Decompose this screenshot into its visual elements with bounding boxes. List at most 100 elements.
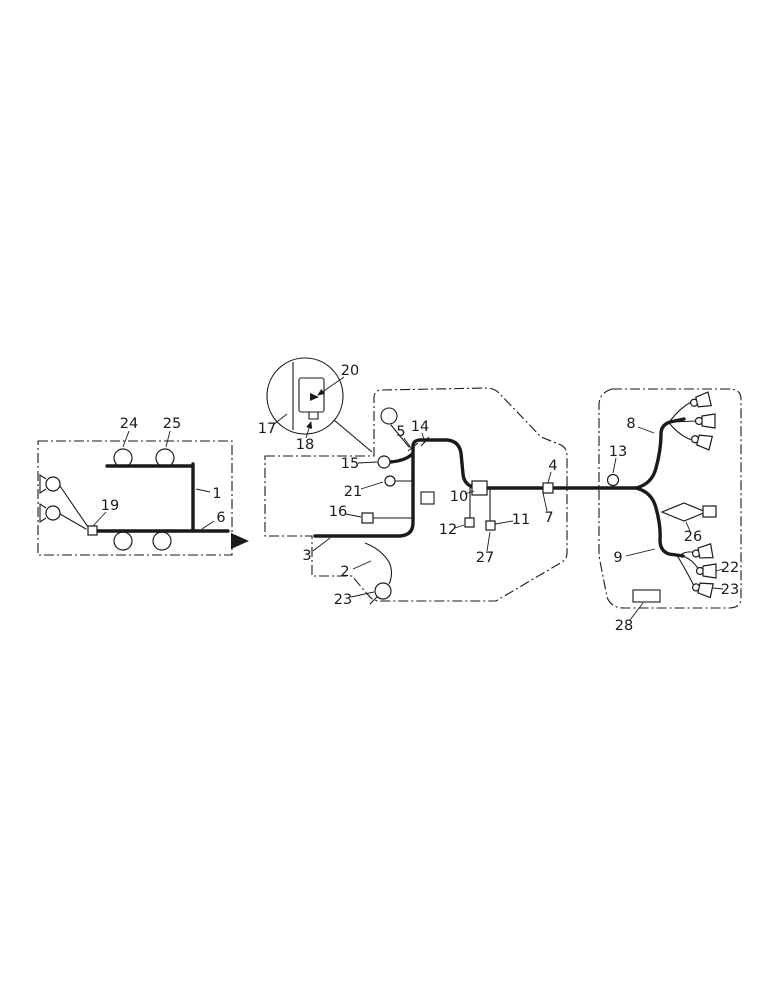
plug-boot	[697, 543, 714, 559]
connector-block	[361, 512, 374, 524]
bracket	[364, 542, 393, 585]
plug-connector-icon	[694, 413, 716, 429]
callout-label-21: 21	[344, 484, 362, 500]
callout-leader-17	[272, 413, 288, 426]
connector-block	[485, 520, 496, 531]
callout-label-24: 24	[120, 416, 138, 432]
decal-flag	[660, 502, 708, 522]
callout-label-26: 26	[684, 529, 702, 545]
callout-leader-1	[195, 488, 211, 493]
callout-label-27: 27	[476, 550, 494, 566]
plug-connector-icon	[690, 434, 714, 451]
headlamp-icon	[39, 473, 61, 495]
callout-leader-26	[685, 521, 691, 532]
upper-fanout-wires	[669, 401, 697, 441]
fuse-block	[471, 480, 488, 496]
headlamp-flange	[39, 473, 47, 495]
callout-leader-3	[312, 537, 331, 552]
callout-leader-16	[345, 513, 362, 518]
ring-terminal	[377, 455, 391, 469]
callout-leader-4	[547, 471, 552, 484]
connector-block	[87, 525, 98, 536]
callout-label-3: 3	[302, 548, 311, 564]
detail-circle	[266, 357, 344, 435]
front-frame-section	[37, 440, 249, 556]
main-harness	[313, 438, 640, 538]
callout-label-18: 18	[296, 437, 314, 453]
callout-label-23: 23	[721, 582, 739, 598]
callout-label-19: 19	[101, 498, 119, 514]
callout-leader-2	[352, 560, 372, 570]
callout-leader-9	[625, 548, 656, 557]
plug-connector-icon	[689, 391, 713, 408]
callout-label-1: 1	[212, 486, 221, 502]
headlamp-icon	[39, 502, 61, 524]
bracket-connector	[308, 412, 319, 420]
round-connector	[606, 473, 620, 487]
harness-direction-arrow-icon	[231, 533, 249, 549]
callout-leader-8	[637, 426, 655, 434]
plug-boot	[696, 434, 714, 451]
callout-leader-25	[165, 430, 171, 448]
callout-label-10: 10	[450, 489, 468, 505]
plug-boot	[701, 413, 716, 429]
callout-leader-18	[305, 421, 313, 439]
callout-leader-12	[454, 524, 465, 529]
callout-leader-20	[317, 376, 345, 396]
callout-label-16: 16	[329, 504, 347, 520]
plug-connector-icon	[691, 543, 714, 559]
cab-section	[264, 387, 640, 605]
callout-label-9: 9	[613, 550, 622, 566]
decal-tab	[702, 505, 717, 518]
plug-connector-icon	[695, 563, 717, 579]
clip-detail-icon	[310, 393, 319, 401]
callout-leader-22	[715, 568, 724, 572]
callout-leader-21	[360, 481, 384, 490]
callout-label-7: 7	[544, 510, 553, 526]
ring-terminal	[384, 475, 396, 487]
plate	[632, 589, 661, 603]
callout-label-4: 4	[548, 458, 557, 474]
rear-frame-section	[598, 388, 742, 609]
plug-boot	[702, 563, 717, 579]
callout-label-15: 15	[341, 456, 359, 472]
callout-leader-13	[612, 457, 617, 474]
relay-block	[420, 491, 435, 505]
callout-leader-24	[122, 430, 130, 448]
callout-leader-23	[350, 591, 375, 598]
callout-label-2: 2	[340, 564, 349, 580]
detail-inset	[266, 357, 373, 453]
callout-label-8: 8	[626, 416, 635, 432]
front-lamp-icon	[152, 531, 172, 551]
lamp-stub-wire	[369, 596, 378, 605]
callout-label-13: 13	[609, 444, 627, 460]
headlamp-flange	[39, 502, 47, 524]
headlamp-wires	[59, 485, 89, 530]
drop-wires	[469, 487, 491, 522]
front-frame-outline	[37, 440, 233, 556]
callout-leader-14	[421, 432, 426, 444]
callout-label-17: 17	[258, 421, 276, 437]
callout-label-22: 22	[721, 560, 739, 576]
callout-leader-15	[357, 461, 378, 464]
callout-label-25: 25	[163, 416, 181, 432]
callout-leader-28	[629, 602, 644, 621]
work-lamp-icon	[374, 582, 392, 600]
connector-block	[542, 482, 554, 494]
plug-connector-icon	[691, 582, 714, 599]
callout-leader-5	[403, 437, 412, 449]
steering-column-icon	[380, 407, 398, 425]
callout-label-11: 11	[512, 512, 530, 528]
callout-leader-10	[464, 490, 475, 495]
headlamp-lens	[45, 476, 61, 492]
callout-leader-7	[542, 492, 548, 512]
callout-label-20: 20	[341, 363, 359, 379]
callout-label-6: 6	[216, 510, 225, 526]
callout-label-23: 23	[334, 592, 352, 608]
rear-frame-outline	[598, 388, 742, 609]
detail-pointer-line	[333, 419, 373, 453]
callout-label-5: 5	[396, 424, 405, 440]
